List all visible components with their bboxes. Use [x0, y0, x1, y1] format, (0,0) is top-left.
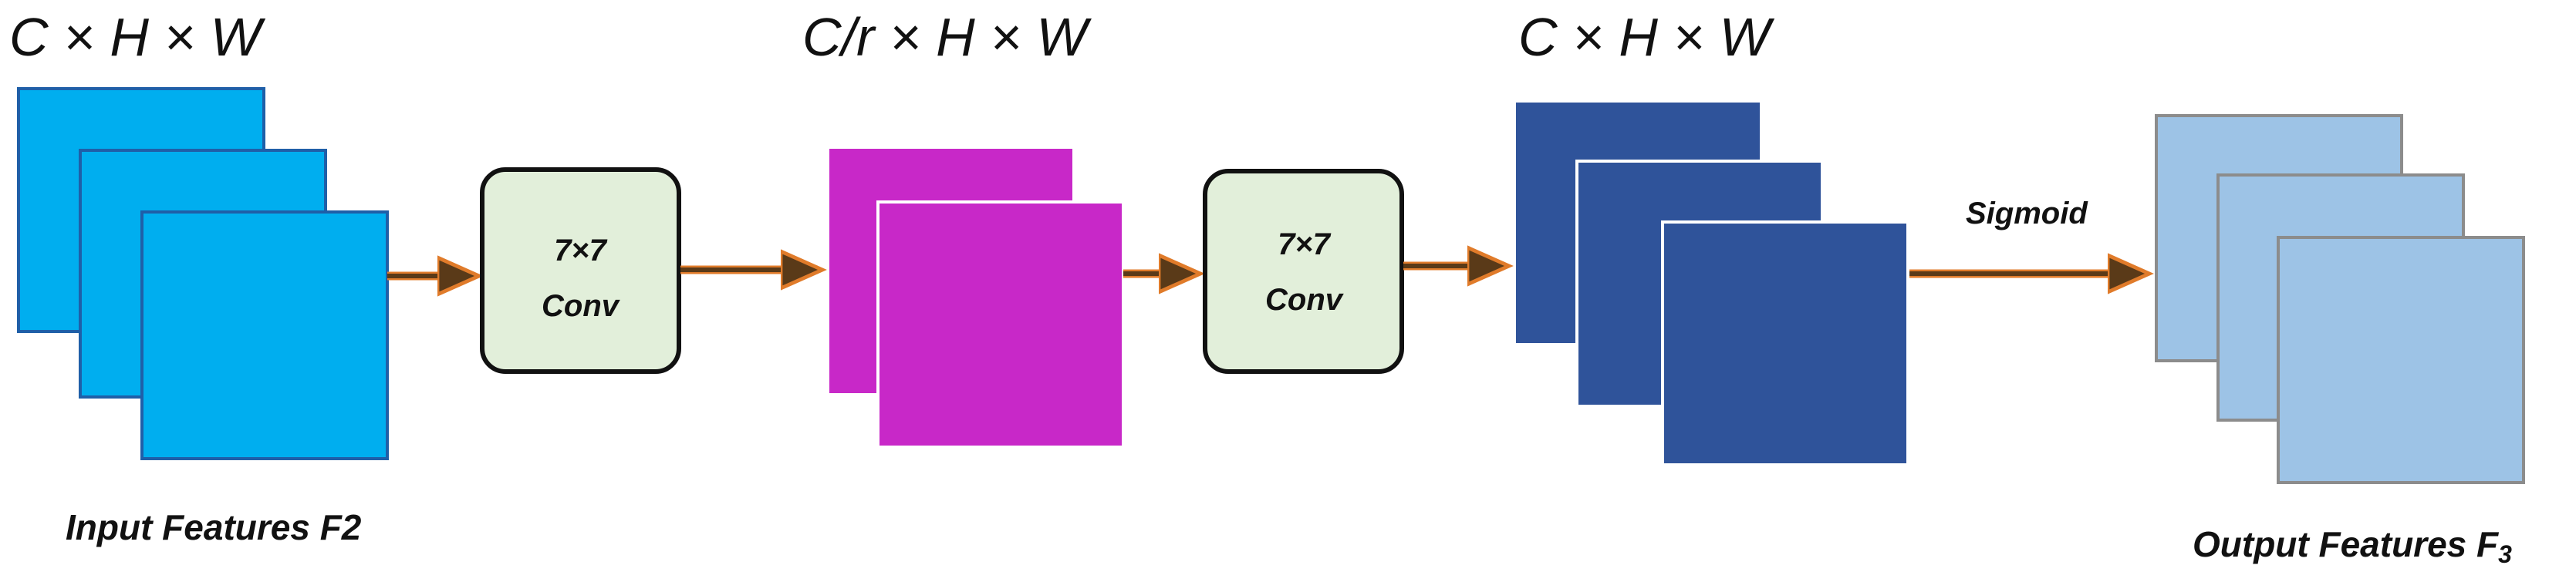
conv2-block: 7×7 Conv — [1203, 169, 1404, 374]
input-feature-stack — [17, 87, 389, 460]
output-caption-subscript: 3 — [2498, 540, 2512, 568]
output-feature-map-3 — [2277, 236, 2525, 484]
conv2-box — [1203, 169, 1404, 374]
input-feature-map-3 — [140, 210, 389, 460]
conv1-op-label: Conv — [542, 289, 621, 323]
output-feature-stack — [2155, 114, 2525, 484]
reduced-feature-stack — [829, 149, 1125, 449]
arrow-sigmoid: Sigmoid — [1909, 197, 2145, 274]
output-caption-main: Output Features F — [2193, 524, 2500, 564]
input-dim-label: C × H × W — [9, 7, 266, 67]
conv1-kernel-label: 7×7 — [554, 234, 608, 267]
reduced-dim-label: C/r × H × W — [802, 7, 1092, 67]
sigmoid-label: Sigmoid — [1966, 197, 2088, 230]
expanded-dim-label: C × H × W — [1518, 7, 1775, 67]
conv1-block: 7×7 Conv — [480, 167, 681, 374]
conv2-op-label: Conv — [1265, 283, 1345, 317]
output-caption: Output Features F3 — [2193, 524, 2512, 568]
expanded-feature-map-3 — [1661, 220, 1909, 466]
conv2-kernel-label: 7×7 — [1278, 227, 1332, 261]
conv1-box — [480, 167, 681, 374]
input-caption: Input Features F2 — [66, 507, 362, 547]
reduced-feature-map-2 — [876, 200, 1125, 449]
expanded-feature-stack — [1516, 103, 1909, 466]
